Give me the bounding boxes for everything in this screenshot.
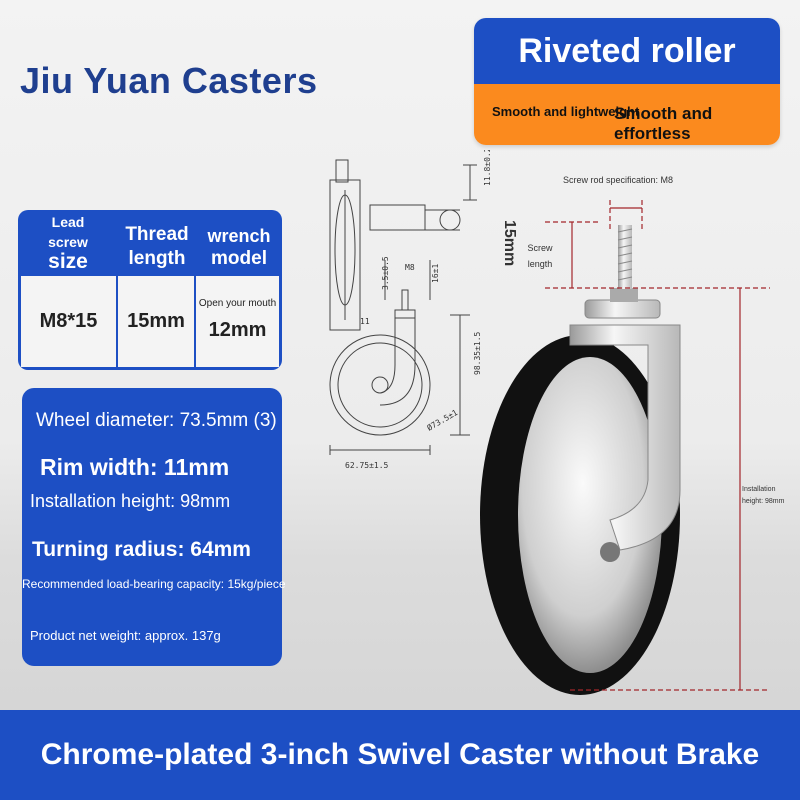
header-thread-label: Thread <box>125 224 189 245</box>
brand-title: Jiu Yuan Casters <box>20 60 318 101</box>
dim-width: 62.75±1.5 <box>345 461 389 470</box>
wrench-note: Open your mouth <box>198 298 277 309</box>
wheel-hub <box>518 357 662 673</box>
header-wrench-label: wrench <box>207 226 271 246</box>
value-thread-length: 15mm <box>118 276 196 367</box>
value-screw-size: M8*15 <box>21 276 118 367</box>
swivel-fork <box>569 324 681 551</box>
caster-product-image <box>480 200 770 695</box>
spec-table: Lead screw size Thread length wrench mod… <box>18 210 282 370</box>
turning-radius-text: Turning radius: 64mm <box>32 538 251 561</box>
spec-table-row: M8*15 15mm Open your mouth 12mm <box>21 276 279 367</box>
screw-length-number: 15mm <box>501 220 518 267</box>
dim-m8: M8 <box>405 263 415 272</box>
technical-drawing: 11.8±0.2 M8 3.5±0.5 16±1 11 Ø73.5±1 98.3… <box>329 150 492 470</box>
banner-sub-right: Smooth and effortless <box>614 104 713 143</box>
dim-diameter: Ø73.5±1 <box>425 407 459 433</box>
screw-length-label: Screw length <box>527 243 553 269</box>
top-plate <box>584 299 661 319</box>
net-weight-text: Product net weight: approx. 137g <box>30 628 221 643</box>
dimensions-card: Wheel diameter: 73.5mm (3) Rim width: 11… <box>22 388 286 666</box>
header-size-label: size <box>48 250 88 273</box>
dim-3-5: 3.5±0.5 <box>381 256 390 290</box>
screw-spec-label: Screw rod specification: M8 <box>563 175 674 185</box>
dim-16: 16±1 <box>431 264 440 283</box>
threaded-stem <box>618 225 632 289</box>
footer-title: Chrome-plated 3-inch Swivel Caster witho… <box>0 710 800 800</box>
dim-height: 98.35±1.5 <box>473 331 482 375</box>
value-wrench-model: 12mm <box>208 319 267 341</box>
header-model-label: model <box>211 248 267 269</box>
axle-bolt <box>600 542 620 562</box>
feature-banner: Riveted roller Smooth and lightweight Sm… <box>474 18 780 145</box>
dim-top-right: 11.8±0.2 <box>483 150 492 186</box>
header-thread-length: Thread length <box>118 210 196 274</box>
header-wrench-model: wrench model <box>196 210 282 274</box>
load-capacity-text: Recommended load-bearing capacity: 15kg/… <box>22 577 286 591</box>
banner-subtitle: Smooth and lightweight Smooth and effort… <box>474 84 780 145</box>
header-length-label: length <box>128 248 186 269</box>
banner-sub-left: Smooth and lightweight <box>492 104 640 119</box>
installation-height-text: Installation height: 98mm <box>30 491 231 511</box>
install-height-label: Installation height: 98mm <box>742 486 785 505</box>
spec-table-header: Lead screw size Thread length wrench mod… <box>18 210 282 274</box>
dim-11: 11 <box>360 317 370 326</box>
header-lead-screw-size: Lead screw size <box>18 210 118 274</box>
banner-title: Riveted roller <box>474 18 780 84</box>
nut <box>610 288 638 302</box>
wheel-diameter-text: Wheel diameter: 73.5mm (3) <box>36 410 277 431</box>
header-lead-label: Lead <box>51 214 85 230</box>
value-wrench-cell: Open your mouth 12mm <box>196 276 279 367</box>
header-screw-label: screw <box>48 234 88 250</box>
rim-width-text: Rim width: 11mm <box>40 454 230 480</box>
